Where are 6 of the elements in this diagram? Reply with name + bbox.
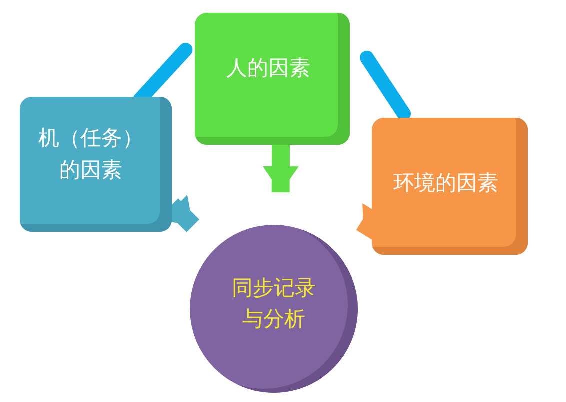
connector-bar bbox=[360, 50, 411, 121]
factor-box: 人的因素 bbox=[195, 13, 350, 145]
factor-box: 环境的因素 bbox=[372, 118, 528, 255]
result-circle: 同步记录与分析 bbox=[190, 225, 358, 393]
block-arrow bbox=[262, 144, 299, 193]
factor-box: 机（任务）的因素 bbox=[20, 97, 172, 232]
